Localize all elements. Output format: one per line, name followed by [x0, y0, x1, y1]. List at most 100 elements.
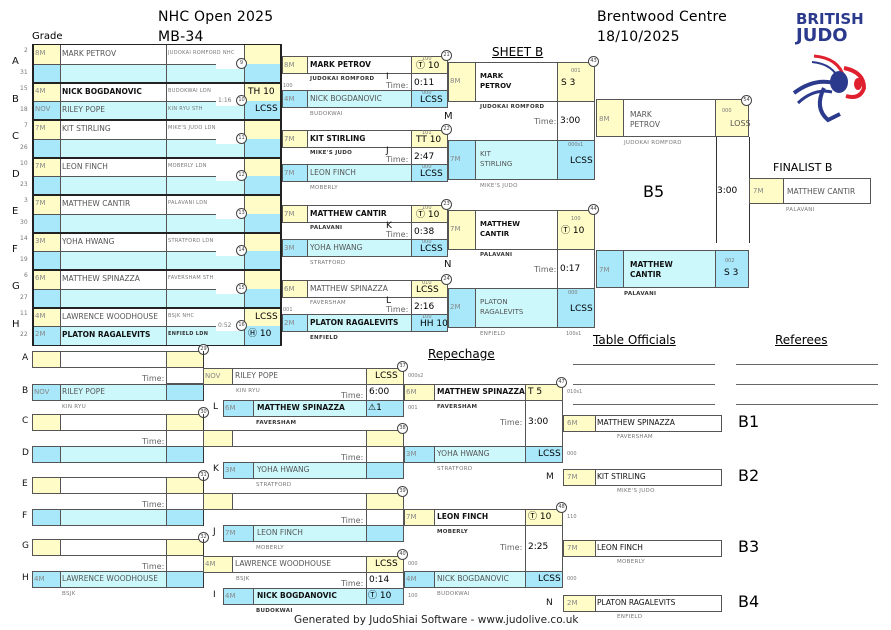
competitor-club: MOBERLY LDN	[168, 162, 207, 169]
competitor-grade: 7M	[284, 169, 295, 177]
competitor-club: STRATFORD LDN	[168, 237, 214, 244]
competitor-club: MIKE'S JUDO	[480, 183, 518, 189]
match-score: Ⓣ 10	[416, 210, 440, 220]
bracket-letter: N	[546, 598, 553, 608]
finalist-label: FINALIST B	[773, 161, 833, 174]
bracket-letter: K	[213, 464, 219, 474]
score-code: 001	[283, 307, 293, 313]
competitor-name: NICK BOGDANOVIC	[310, 94, 382, 103]
competitor-grade: 7M	[450, 155, 461, 163]
competitor-grade: 8M	[450, 77, 461, 85]
time-label: Time:	[142, 500, 165, 509]
competitor-name: PLATON	[480, 298, 508, 306]
pool-seed: 14	[20, 234, 28, 242]
competitor-club: BUDOKWAI	[310, 111, 343, 117]
competitor-grade: 7M	[284, 135, 295, 143]
match-score: LCSS	[420, 169, 443, 179]
competitor-grade: 4M	[406, 575, 417, 583]
score-code: 000	[567, 451, 577, 457]
match-score: Ⓣ 10	[416, 61, 440, 71]
competitor-club: BSJK	[236, 576, 250, 582]
competitor-club: ENFIELD	[617, 614, 643, 620]
competitor-name: RILEY POPE	[235, 371, 278, 380]
competitor-name: PLATON RAGALEVITS	[310, 318, 399, 327]
score-code: 001	[571, 68, 581, 74]
competitor-name: RILEY POPE	[62, 105, 105, 115]
match-number: 37	[397, 361, 408, 372]
competitor-grade: 2M	[35, 330, 46, 339]
time-label: Time:	[142, 562, 165, 571]
competitor-name: MATTHEW CANTIR	[62, 199, 131, 208]
competitor-club: PALAVANI	[480, 252, 513, 258]
competitor-club: BSJK NHC	[168, 312, 195, 319]
pool-seed: 31	[20, 68, 28, 76]
competitor-club: JUDOKAI ROMFORD	[310, 76, 375, 82]
competitor-name: KIT STIRLING	[62, 124, 111, 133]
competitor-grade: 4M	[284, 95, 295, 103]
competitor-grade: 3M	[406, 450, 417, 458]
result-label: B1	[738, 412, 760, 431]
match-number: 24	[441, 274, 452, 285]
footer-credit: Generated by JudoShiai Software - www.ju…	[294, 614, 579, 626]
competitor-grade: 6M	[35, 274, 46, 282]
pool-seed: 2	[24, 47, 28, 54]
competitor-club: ENFIELD	[480, 331, 506, 337]
bracket-letter: J	[213, 527, 216, 537]
competitor-club: MOBERLY	[256, 545, 284, 551]
competitor-club: FAVERSHAM	[437, 404, 478, 410]
pool-letter: A	[12, 56, 19, 67]
finalist-name-box: MATTHEW CANTIR	[784, 178, 871, 204]
score-code: 000	[568, 290, 578, 296]
competitor-grade: 6M	[284, 285, 295, 293]
bracket-letter: C	[22, 416, 29, 426]
pool-seed: 10	[20, 159, 28, 167]
match-score: Ⓣ 10	[561, 226, 585, 236]
competitor-grade: 7M	[567, 544, 578, 552]
bracket-letter: N	[444, 259, 452, 270]
score-code: 000	[567, 576, 577, 582]
competitor-club: PALAVANI	[310, 225, 343, 231]
match-time: 0:14	[369, 575, 390, 585]
table-officials-label: Table Officials	[593, 333, 676, 347]
score-code: 100	[283, 83, 293, 89]
competitor-grade: 8M	[284, 61, 295, 69]
result-label: B2	[738, 466, 760, 485]
category-title: MB-34	[158, 29, 204, 45]
competitor-club: FAVERSHAM	[617, 434, 653, 440]
match-score: LCSS	[538, 574, 561, 584]
bracket-letter: H	[22, 573, 29, 583]
competitor-club: FAVERSHAM	[310, 300, 346, 306]
match-number: 22	[441, 124, 452, 135]
competitor-club: STRATFORD	[256, 482, 292, 488]
match-score: HH 10	[420, 319, 448, 329]
competitor-club: BUDOKWAI	[256, 608, 293, 614]
competitor-name: PETROV	[480, 82, 512, 90]
time-label: Time:	[341, 453, 364, 462]
competitor-name: NICK BOGDANOVIC	[437, 574, 509, 583]
time-label: Time:	[534, 117, 557, 126]
competitor-grade: 6M	[406, 388, 417, 396]
result-label: B4	[738, 592, 760, 611]
match-score: Ⓣ 10	[528, 512, 552, 522]
competitor-name: LEON FINCH	[257, 528, 303, 537]
competitor-name: MATTHEW CANTIR	[310, 209, 387, 218]
time-label: Time:	[500, 418, 523, 427]
final-label: B5	[643, 182, 665, 201]
match-number: 16	[236, 320, 247, 332]
match-number: 11	[236, 132, 247, 144]
match-number: 48	[556, 502, 567, 513]
pool-seed: 23	[20, 181, 28, 189]
event-title: NHC Open 2025	[158, 9, 274, 25]
competitor-name: MARK PETROV	[62, 49, 117, 58]
bracket-letter: I	[213, 590, 216, 600]
competitor-club: STRATFORD	[437, 466, 473, 472]
score-code: 110	[567, 514, 577, 520]
score-code: 000s2	[408, 373, 424, 379]
match-time: 0:17	[560, 264, 581, 274]
match-score: LCSS	[420, 244, 443, 254]
score-code: 101	[422, 130, 432, 136]
time-label: Time:	[534, 265, 557, 274]
competitor-name: MATTHEW	[480, 220, 520, 228]
match-score: TH 10	[248, 86, 275, 97]
competitor-club: BSJK	[62, 591, 76, 597]
